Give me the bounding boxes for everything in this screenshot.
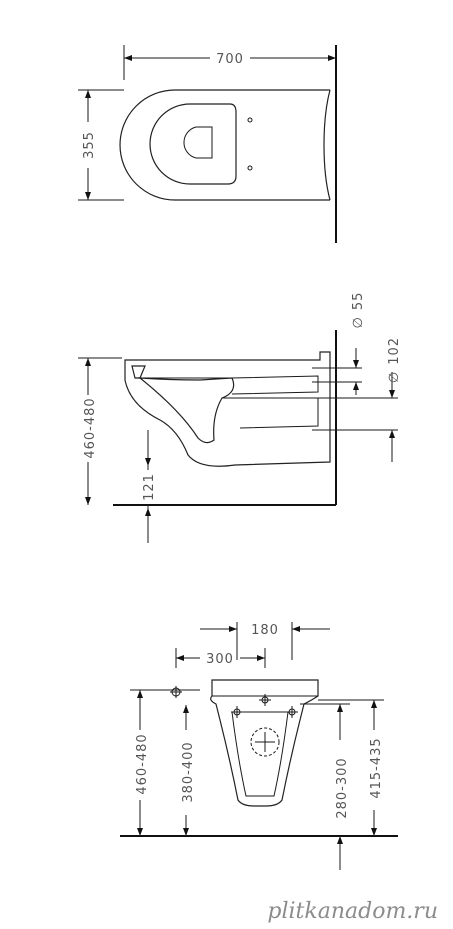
arrow-inlet-top-front	[183, 705, 189, 713]
arrow-down-side	[85, 497, 91, 505]
inlet-diameter-label: ∅ 55	[351, 292, 366, 329]
arrow-outlet-top	[389, 390, 395, 398]
watermark: plitkanadom.ru	[267, 899, 438, 924]
bowl-front-outline	[210, 679, 319, 807]
bowl-outline-top	[119, 89, 330, 201]
arrow-bolt-right	[292, 626, 300, 632]
outlet-diameter-label: ∅ 102	[387, 337, 402, 383]
flush-channel	[231, 375, 319, 395]
outlet-diameter-value: 102	[387, 337, 402, 365]
arrow-bolt-height-top	[337, 704, 343, 712]
height-label-front: 460-480	[135, 733, 150, 794]
arrow-outlet-right	[257, 655, 265, 661]
arrow-inlet-bottom	[353, 382, 359, 390]
bowl-opening	[183, 126, 213, 159]
arrow-inlet-top	[353, 360, 359, 368]
bowl-front-inner	[231, 711, 289, 797]
arrow-top-height-bottom	[371, 828, 377, 836]
arrow-height-top-front	[137, 690, 143, 698]
bolt-height-label: 280-300	[335, 757, 350, 818]
arrow-pan-bottom	[145, 508, 151, 516]
arrow-bolt-height-bottom	[337, 836, 343, 844]
arrow-right	[328, 55, 336, 61]
arrow-bolt-left	[229, 626, 237, 632]
arrow-pan-top	[145, 458, 151, 466]
height-label-side: 460-480	[83, 397, 98, 458]
width-label: 700	[216, 52, 244, 67]
bolt-marker-left	[231, 706, 243, 718]
diameter-symbol-inlet: ∅	[351, 316, 366, 328]
bolt-marker-right	[286, 706, 298, 718]
side-view: 460-480 121 ∅ 55 ∅ 102	[78, 292, 402, 543]
seat-outline	[149, 103, 237, 185]
bolt-spacing-label: 180	[251, 623, 279, 638]
inlet-marker-center	[259, 694, 271, 706]
arrow-left	[124, 55, 132, 61]
front-view: 180 300 460-480 380-400	[120, 622, 398, 870]
arrow-top-height-top	[371, 700, 377, 708]
arrow-height-bottom-front	[137, 828, 143, 836]
bowl-back-top	[323, 89, 331, 201]
inlet-diameter-value: 55	[351, 292, 366, 311]
rim-profile	[131, 365, 146, 379]
arrow-outlet-bottom	[389, 430, 395, 438]
arrow-outlet-left	[176, 655, 184, 661]
depth-label: 355	[82, 131, 97, 159]
outlet-circle	[250, 727, 280, 757]
mount-hole-top	[247, 117, 253, 123]
outlet-channel	[222, 397, 319, 429]
arrow-up	[85, 90, 91, 98]
bowl-profile-outer	[124, 351, 331, 467]
outlet-offset-label: 300	[206, 652, 234, 667]
arrow-inlet-bottom-front	[183, 828, 189, 836]
arrow-down	[85, 192, 91, 200]
mount-hole-bottom	[247, 165, 253, 171]
pan-label: 121	[142, 473, 157, 501]
top-height-label: 415-435	[369, 737, 384, 798]
arrow-up-side	[85, 358, 91, 366]
top-view: 700 355	[78, 45, 337, 243]
bowl-profile-inner	[138, 377, 235, 444]
diameter-symbol-outlet: ∅	[387, 371, 402, 383]
inlet-height-label: 380-400	[181, 741, 196, 802]
